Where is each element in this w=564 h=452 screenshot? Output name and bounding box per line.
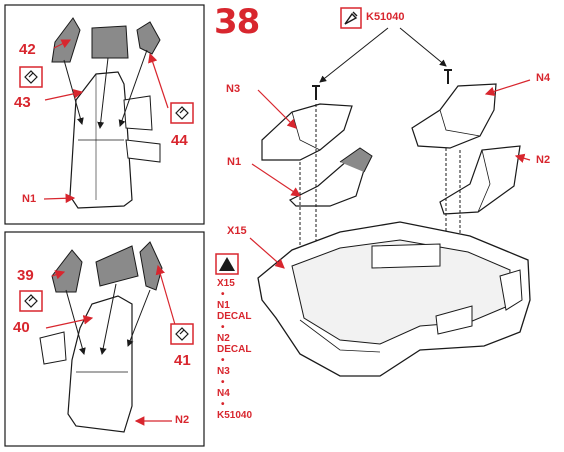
top-inset-frame [4, 4, 205, 225]
decal-42-shape [51, 17, 81, 63]
decal-39-shape [51, 249, 83, 293]
legend-bullet: • [221, 355, 225, 366]
n3-part [261, 103, 353, 161]
bottom-decal-icon-left [19, 290, 43, 312]
legend-item: X15 [217, 278, 235, 289]
label-n2: N2 [536, 154, 551, 166]
label-44: 44 [171, 132, 188, 149]
label-top-n1: N1 [22, 193, 37, 205]
legend-item: N2 [217, 333, 230, 344]
legend-item: N1 [217, 300, 230, 311]
warning-triangle-icon [219, 257, 235, 271]
label-n3: N3 [226, 83, 241, 95]
legend-bullet: • [221, 377, 225, 388]
legend-item: DECAL [217, 311, 252, 322]
label-39: 39 [17, 267, 34, 284]
step-number: 38 [214, 2, 260, 42]
decal-41-shape [139, 241, 163, 291]
legend-item: N3 [217, 366, 230, 377]
n2-part-body [67, 295, 133, 433]
decal-bottom-center-shape [95, 245, 139, 287]
legend-item: N4 [217, 388, 230, 399]
legend-item: K51040 [217, 410, 253, 421]
label-43: 43 [14, 94, 31, 111]
legend-bullet: • [221, 322, 225, 333]
bottom-decal-icon-right [170, 323, 194, 345]
label-n4: N4 [536, 72, 551, 84]
label-42: 42 [19, 41, 36, 58]
decal-center-shape [91, 25, 129, 59]
top-decal-icon-right [170, 102, 194, 124]
legend-item: DECAL [217, 344, 252, 355]
top-decal-icon-left [19, 66, 43, 88]
n2-mount-part [439, 145, 521, 215]
label-40: 40 [13, 319, 30, 336]
parts-legend: X15 • N1 DECAL • N2 DECAL • N3 • N4 • K5… [217, 278, 267, 421]
bottom-inset-frame [4, 231, 205, 447]
label-k51040: K51040 [366, 11, 405, 23]
screw-tool-icon [340, 7, 362, 29]
n1-mount-part [288, 159, 365, 207]
legend-bullet: • [221, 399, 225, 410]
label-x15: X15 [227, 225, 247, 237]
n4-part [411, 83, 497, 149]
label-41: 41 [174, 352, 191, 369]
label-n1: N1 [227, 156, 242, 168]
label-bottom-n2: N2 [175, 414, 190, 426]
decal-44-shape [136, 21, 161, 55]
legend-bullet: • [221, 289, 225, 300]
